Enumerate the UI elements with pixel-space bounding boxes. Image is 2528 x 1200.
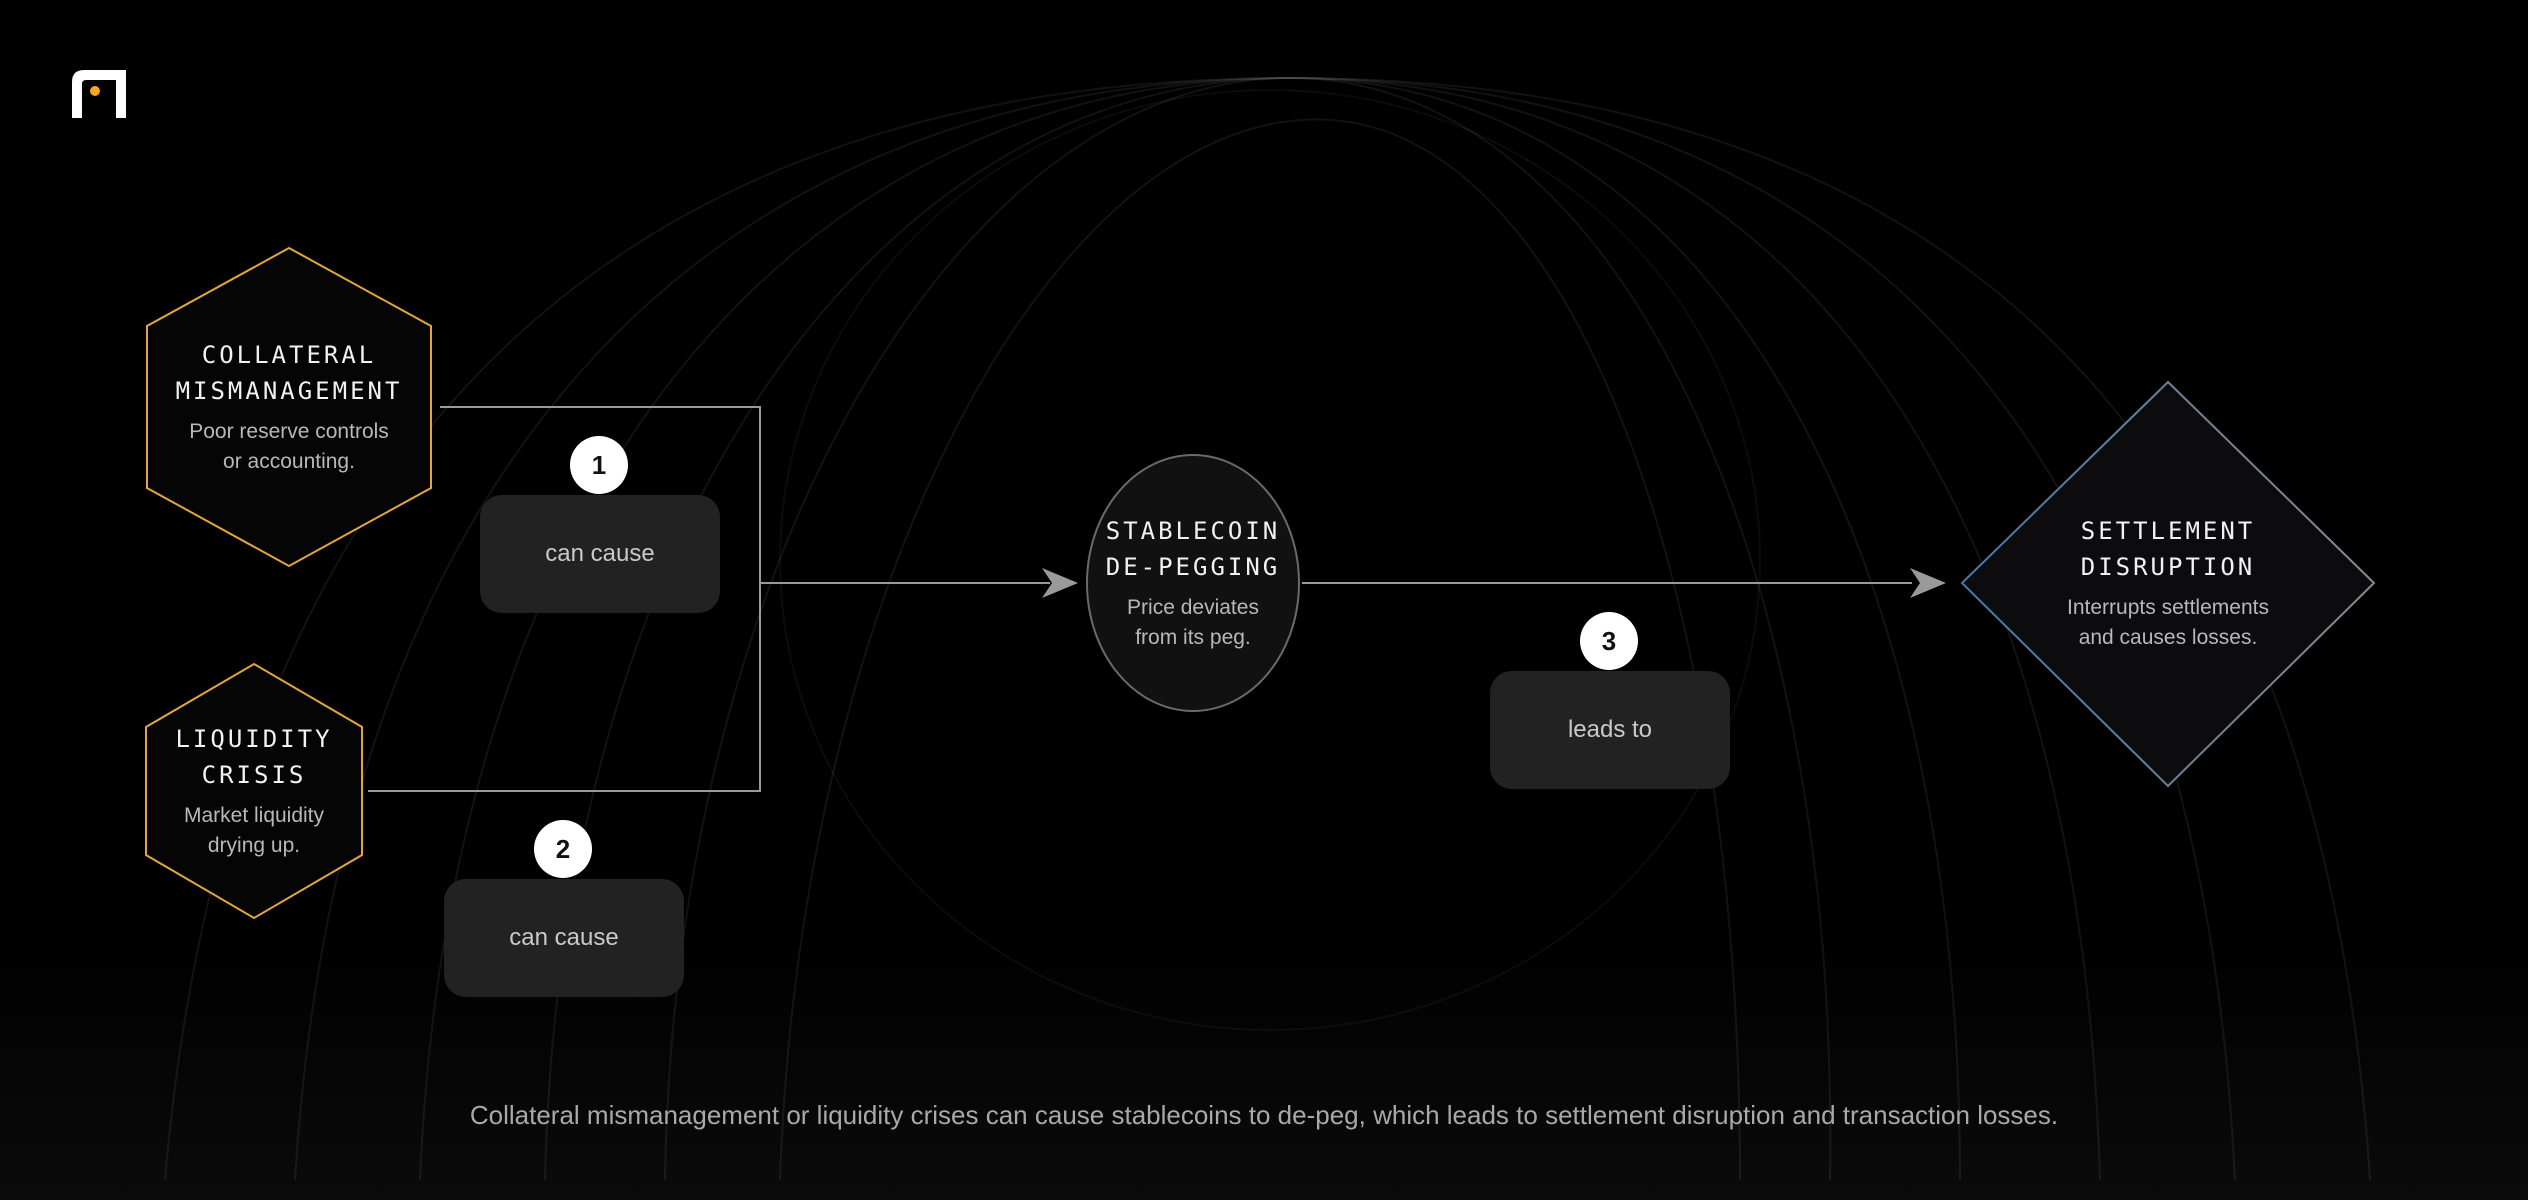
arrowhead-depegging	[1042, 568, 1078, 598]
edge-label-2: can cause	[444, 879, 684, 997]
connectors	[368, 406, 1912, 792]
settlement-node: SETTLEMENT DISRUPTION Interrupts settlem…	[2018, 506, 2318, 660]
brand-logo-icon	[72, 70, 126, 118]
depegging-node: STABLECOIN DE-PEGGING Price deviates fro…	[1083, 506, 1303, 660]
connector-collateral	[440, 406, 761, 583]
edge-label-1: can cause	[480, 495, 720, 613]
settlement-description: Interrupts settlements and causes losses…	[2067, 596, 2269, 649]
arrowhead-settlement	[1910, 568, 1946, 598]
collateral-title: COLLATERAL MISMANAGEMENT	[175, 341, 403, 405]
collateral-description: Poor reserve controls or accounting.	[189, 420, 389, 473]
depegging-description: Price deviates from its peg.	[1127, 596, 1259, 649]
liquidity-node: LIQUIDITY CRISIS Market liquidity drying…	[144, 716, 364, 866]
edge-label-3: leads to	[1490, 671, 1730, 789]
depegging-circle	[1086, 454, 1300, 712]
liquidity-description: Market liquidity drying up.	[183, 804, 325, 857]
settlement-diamond	[1960, 380, 2376, 788]
liquidity-title: LIQUIDITY CRISIS	[175, 725, 333, 789]
step-badge-1: 1	[570, 436, 628, 494]
depegging-title: STABLECOIN DE-PEGGING	[1105, 517, 1281, 581]
collateral-node: COLLATERAL MISMANAGEMENT Poor reserve co…	[159, 330, 419, 484]
arrowheads	[1042, 568, 1946, 598]
collateral-hexagon	[146, 246, 432, 568]
connector-liquidity	[368, 583, 761, 792]
settlement-title: SETTLEMENT DISRUPTION	[2080, 517, 2256, 581]
liquidity-hexagon	[145, 662, 363, 920]
step-badge-3: 3	[1580, 612, 1638, 670]
diagram-caption: Collateral mismanagement or liquidity cr…	[469, 1100, 2059, 1130]
step-badge-2: 2	[534, 820, 592, 878]
